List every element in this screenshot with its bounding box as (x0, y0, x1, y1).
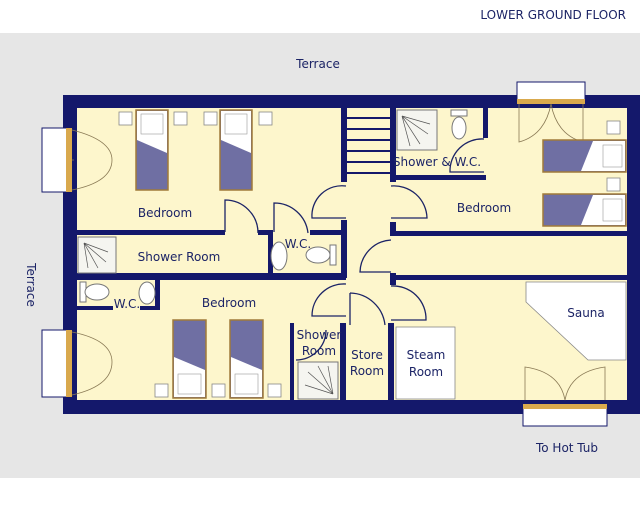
wc-bottom-label: W.C. (114, 297, 141, 311)
toilet (305, 244, 337, 266)
bed (135, 109, 169, 191)
shower-room-label: Shower Room (138, 250, 221, 264)
interior-walls (77, 95, 627, 400)
shower-room-small-label: Shower (297, 328, 342, 342)
bed (542, 193, 627, 227)
shower-tray (77, 236, 117, 274)
toilet (450, 109, 468, 140)
bed (219, 109, 253, 191)
nightstands (118, 111, 621, 398)
floor-title: LOWER GROUND FLOOR (480, 8, 626, 22)
hot-tub-label: To Hot Tub (535, 441, 598, 455)
terrace-top-label: Terrace (295, 57, 340, 71)
toilet (79, 281, 110, 303)
sauna (525, 281, 627, 361)
shower-tray (297, 361, 339, 400)
bedroom-top-left-label: Bedroom (138, 206, 192, 220)
steam-room-label: Steam (407, 348, 446, 362)
bed (172, 319, 207, 399)
store-room-label: Store (351, 348, 383, 362)
bedroom-right-label: Bedroom (457, 201, 511, 215)
terrace-left-label: Terrace (24, 262, 38, 307)
bedroom-bottom-left-label: Bedroom (202, 296, 256, 310)
sink (138, 281, 156, 305)
store-room-label-2: Room (350, 364, 384, 378)
staircase (347, 117, 390, 174)
beds (135, 109, 627, 399)
bed (542, 139, 627, 173)
wc-top-label: W.C. (285, 237, 312, 251)
windows (41, 81, 608, 427)
shower-room-small-label-2: Room (302, 344, 336, 358)
sauna-label: Sauna (567, 306, 605, 320)
doors (224, 138, 485, 361)
steam-room (395, 326, 456, 400)
shower-wc-label: Shower & W.C. (393, 155, 481, 169)
shower-tray (396, 109, 438, 151)
fixtures (77, 109, 468, 400)
steam-room-label-2: Room (409, 365, 443, 379)
sink (270, 241, 288, 271)
bed (229, 319, 264, 399)
